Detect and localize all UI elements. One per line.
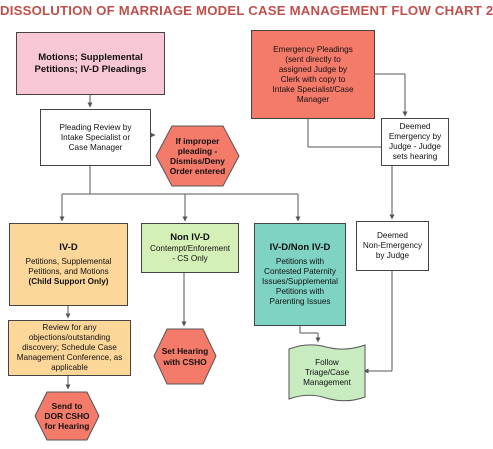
send-dor-line-1: Send to [51, 400, 83, 411]
non-ivd-heading: Non IV-D [170, 232, 210, 244]
deemed-non-emergency-line-2: Non-Emergency [362, 241, 423, 250]
non-ivd-line-2: - CS Only [172, 253, 208, 263]
follow-triage-line-1: Follow [315, 358, 339, 367]
send-dor-line-2: DOR CSHO [44, 410, 90, 421]
ivd-non-ivd-line-1: Petitions with [275, 256, 325, 266]
deemed-emergency-line-3: Judge - Judge [389, 142, 441, 151]
improper-line-2: pleading - [177, 145, 218, 156]
follow-triage-line-2: Triage/Case [304, 368, 350, 377]
set-hearing-line-2: with CSHO [163, 356, 207, 367]
improper-line-4: Order entered [169, 166, 226, 177]
deemed-emergency-line-1: Deemed [399, 122, 431, 131]
motions-pleadings-box: Motions; Supplemental Petitions; IV-D Pl… [16, 32, 165, 95]
deemed-emergency-box: Deemed Emergency by Judge - Judge sets h… [381, 118, 449, 166]
review-line-1: Pleading Review by [59, 122, 132, 132]
non-ivd-box: Non IV-D Contempt/Enforement - CS Only [141, 223, 239, 273]
improper-line-1: If improper [175, 135, 220, 146]
follow-triage-label: Follow Triage/Case Management [292, 344, 362, 402]
review-objections-line-1: Review for any [42, 323, 97, 332]
ivd-non-ivd-box: IV-D/Non IV-D Petitions with Contested P… [254, 223, 346, 326]
non-ivd-line-1: Contempt/Enforement [149, 243, 231, 253]
improper-line-3: Dismiss/Deny [170, 156, 225, 166]
deemed-emergency-line-2: Emergency by [388, 132, 442, 141]
ivd-non-ivd-line-4: Petitions with [275, 286, 325, 296]
emergency-line-5: Intake Specialist/Case [272, 84, 354, 94]
emergency-line-6: Manager [296, 94, 330, 104]
review-objections-line-4: Management Conference, as [16, 353, 123, 362]
send-dor-line-3: for Hearing [44, 421, 90, 432]
emergency-pleadings-box: Emergency Pleadings (sent directly to as… [251, 30, 375, 119]
ivd-non-ivd-line-5: Parenting Issues [269, 296, 331, 306]
deemed-non-emergency-line-1: Deemed [377, 231, 408, 240]
send-dor-hexagon [34, 391, 100, 441]
motions-line-1: Motions; Supplemental [38, 51, 143, 63]
emergency-line-2: (sent directly to [285, 54, 341, 64]
follow-triage-document [288, 344, 366, 402]
ivd-heading: IV-D [59, 242, 78, 254]
ivd-non-ivd-line-2: Contested Paternity [264, 266, 336, 276]
chart-title: DISSOLUTION OF MARRIAGE MODEL CASE MANAG… [0, 3, 493, 18]
motions-line-2: Petitions; IV-D Pleadings [34, 63, 147, 75]
improper-pleading-hexagon [155, 125, 240, 187]
review-objections-line-5: applicable [51, 363, 88, 372]
follow-triage-line-3: Management [303, 378, 351, 387]
set-hearing-label: Set Hearing with CSHO [158, 328, 212, 385]
pleading-review-box: Pleading Review by Intake Specialist or … [40, 109, 151, 166]
set-hearing-line-1: Set Hearing [161, 346, 209, 357]
ivd-non-ivd-line-3: Issues/Supplemental [261, 276, 338, 286]
emergency-line-1: Emergency Pleadings [273, 44, 353, 54]
emergency-line-3: assigned Judge by [278, 64, 348, 74]
ivd-box: IV-D Petitions, Supplemental Petitions, … [9, 223, 128, 306]
ivd-bold-line: (Child Support Only) [28, 276, 109, 286]
improper-pleading-label: If improper pleading - Dismiss/Deny Orde… [163, 125, 232, 187]
deemed-non-emergency-box: Deemed Non-Emergency by Judge [356, 221, 429, 271]
review-objections-line-3: discovery; Schedule Case [22, 343, 117, 352]
review-objections-line-2: objections/outstanding [28, 333, 111, 342]
emergency-line-4: Clerk with copy to [280, 74, 346, 84]
review-line-2: Intake Specialist or [60, 132, 131, 142]
review-line-3: Case Manager [68, 142, 123, 152]
ivd-line-1: Petitions, Supplemental [25, 256, 112, 266]
ivd-non-ivd-heading: IV-D/Non IV-D [269, 242, 331, 254]
send-dor-label: Send to DOR CSHO for Hearing [39, 391, 95, 441]
review-objections-box: Review for any objections/outstanding di… [8, 320, 131, 376]
set-hearing-hexagon [153, 328, 217, 385]
deemed-non-emergency-line-3: by Judge [375, 251, 410, 260]
ivd-line-2: Petitions, and Motions [28, 266, 109, 276]
deemed-emergency-line-4: sets hearing [392, 152, 438, 161]
